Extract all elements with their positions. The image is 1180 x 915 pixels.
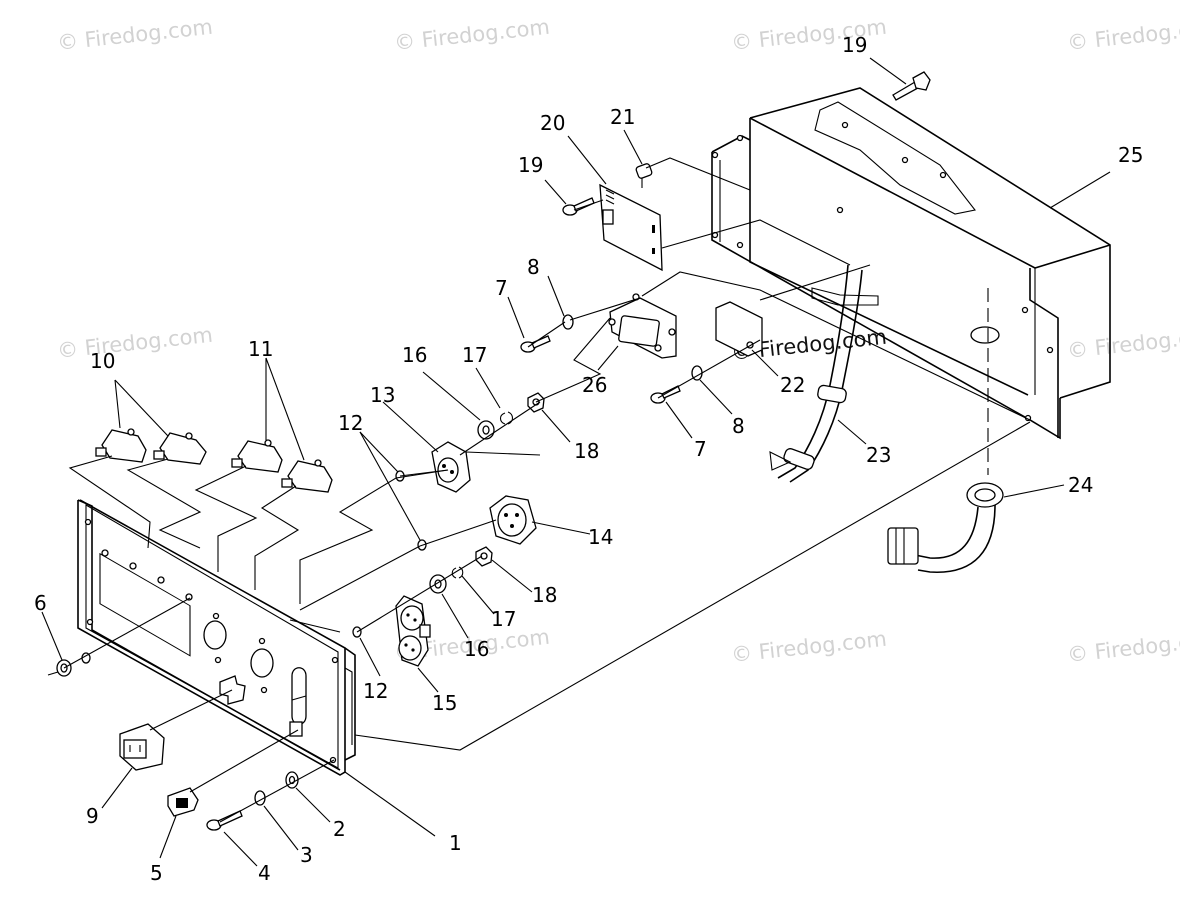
part-11-breaker-left	[231, 439, 283, 473]
label-part-11: 11	[248, 337, 273, 361]
watermark: © Firedog.com	[1066, 15, 1180, 55]
part-1-front-panel	[77, 499, 356, 776]
part-24-grommet-hose	[887, 482, 1004, 573]
part-22-bracket	[715, 301, 763, 357]
label-part-4: 4	[258, 861, 271, 885]
part-19-screw-box	[892, 71, 931, 101]
part-16-washer-upper	[477, 420, 495, 440]
label-part-7-upper: 7	[495, 276, 508, 300]
label-part-16-lower: 16	[464, 637, 489, 661]
label-part-19-box: 19	[842, 33, 867, 57]
label-part-6: 6	[34, 591, 47, 615]
label-part-10: 10	[90, 349, 115, 373]
part-19-screw-board	[562, 197, 595, 216]
part-16-washer-lower	[429, 574, 447, 594]
label-part-22: 22	[780, 373, 805, 397]
label-part-5: 5	[150, 861, 163, 885]
part-4-screw	[206, 810, 243, 831]
label-part-3: 3	[300, 843, 313, 867]
part-9-outlet-switch	[119, 723, 165, 771]
label-part-21: 21	[610, 105, 635, 129]
label-part-18-lower: 18	[532, 583, 557, 607]
part-20-circuit-board	[599, 183, 663, 272]
label-part-9: 9	[86, 804, 99, 828]
label-part-17-upper: 17	[462, 343, 487, 367]
label-part-8-lower: 8	[732, 414, 745, 438]
watermark: © Firedog.com	[56, 15, 214, 55]
label-part-2: 2	[333, 817, 346, 841]
label-part-12-lower: 12	[363, 679, 388, 703]
part-18-nut-lower	[475, 546, 493, 567]
label-part-12-upper: 12	[338, 411, 363, 435]
part-23-wire-harness	[769, 264, 863, 483]
part-18-nut-upper	[527, 392, 545, 413]
label-part-20: 20	[540, 111, 565, 135]
part-7-screw-upper	[520, 335, 551, 353]
part-15-duplex-receptacle	[395, 595, 431, 667]
watermark: © Firedog.com	[393, 15, 551, 55]
label-part-18-upper: 18	[574, 439, 599, 463]
part-17-lockwasher-upper	[499, 411, 514, 425]
label-part-24: 24	[1068, 473, 1093, 497]
label-part-19-board: 19	[518, 153, 543, 177]
part-11-breaker-right	[281, 459, 333, 493]
label-part-14: 14	[588, 525, 613, 549]
part-17-lockwasher-lower	[451, 566, 464, 579]
assembly-lines	[63, 157, 1031, 823]
callout-labels: 1 2 3 4 5 6 7 7 8 8 9 10 11 12 12 13 14 …	[34, 33, 1143, 885]
label-part-8-upper: 8	[527, 255, 540, 279]
part-14-receptacle	[489, 495, 537, 545]
label-part-23: 23	[866, 443, 891, 467]
label-part-1: 1	[449, 831, 462, 855]
label-part-25: 25	[1118, 143, 1143, 167]
part-5-rocker-switch	[167, 787, 199, 817]
label-part-15: 15	[432, 691, 457, 715]
watermark: © Firedog.com	[56, 323, 214, 363]
part-10-breaker-left	[95, 428, 147, 463]
watermark: © Firedog.com	[730, 627, 888, 667]
label-part-13: 13	[370, 383, 395, 407]
leader-lines	[41, 57, 1111, 867]
watermark: © Firedog.com	[1066, 323, 1180, 363]
label-part-17-lower: 17	[491, 607, 516, 631]
label-part-7-lower: 7	[694, 437, 707, 461]
part-10-breaker-right	[153, 432, 207, 465]
watermark: © Firedog.com	[1066, 627, 1180, 667]
label-part-16-upper: 16	[402, 343, 427, 367]
part-13-receptacle	[431, 441, 471, 493]
part-25-control-box	[711, 87, 1111, 475]
part-26-relay	[608, 293, 677, 359]
part-8-washer-upper	[562, 314, 574, 330]
label-part-26: 26	[582, 373, 607, 397]
